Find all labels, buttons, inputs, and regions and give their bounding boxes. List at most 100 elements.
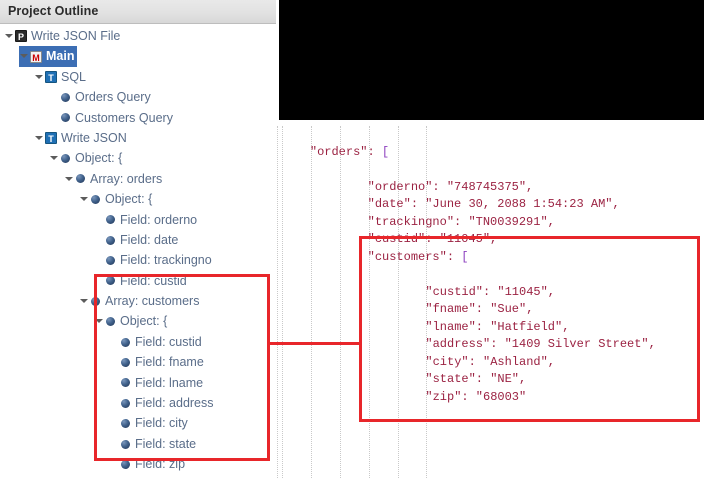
tree-item-label: Object: { — [120, 314, 168, 329]
tree-row[interactable]: Object: { — [0, 189, 276, 209]
expand-collapse-triangle-icon[interactable] — [64, 169, 75, 189]
tree-item-label: Field: date — [120, 232, 179, 247]
tree-row[interactable]: Field: address — [0, 393, 276, 413]
tree-item-label: Array: orders — [90, 171, 163, 186]
tree-item-label: Main — [46, 49, 75, 64]
tree-spacer — [109, 434, 120, 454]
tree-row[interactable]: Array: orders — [0, 169, 276, 189]
tree-item-label: Field: custid — [135, 334, 202, 349]
node-bullet-icon — [61, 92, 70, 102]
tree-item-label: Orders Query — [75, 90, 151, 105]
tree-item-label: Field: custid — [120, 273, 187, 288]
code-line: "customers": [ — [276, 249, 704, 267]
code-line: "date": "June 30, 2088 1:54:23 AM", — [276, 196, 704, 214]
tree-row[interactable]: Field: date — [0, 230, 276, 250]
tree-item-label: Field: city — [135, 416, 188, 431]
indent-guide-line — [310, 126, 312, 479]
node-bullet-icon — [106, 215, 115, 225]
code-line-text: "orders": [ — [309, 144, 390, 159]
code-line-text: "orderno": "748745375", — [367, 179, 534, 194]
badge-p-icon: P — [15, 30, 27, 43]
tree-row[interactable]: Field: fname — [0, 352, 276, 372]
tree-item-label: Field: fname — [135, 355, 204, 370]
code-line: "orders": [ — [276, 144, 704, 162]
expand-collapse-triangle-icon[interactable] — [49, 148, 60, 168]
tree-spacer — [94, 210, 105, 230]
code-line-text: "custid": "11045", — [367, 232, 498, 246]
code-line: "custid": "11045", — [276, 284, 704, 302]
tree-item-label: Field: lname — [135, 375, 204, 390]
node-bullet-icon — [61, 154, 70, 164]
node-bullet-icon — [91, 194, 100, 204]
tree-row[interactable]: Object: { — [0, 148, 276, 168]
json-preview-panel: "orders": [ "orderno": "748745375", "date"… — [276, 0, 704, 479]
tree-row[interactable]: Array: customers — [0, 291, 276, 311]
tree-spacer — [109, 393, 120, 413]
tree-item-label: Write JSON — [61, 130, 127, 145]
code-line: "state": "NE", — [276, 371, 704, 389]
tree-item-label: Field: trackingno — [120, 253, 212, 268]
tree-row[interactable]: Field: custid — [0, 332, 276, 352]
indent-guide-line — [277, 126, 278, 479]
json-code-text[interactable]: "orders": [ "orderno": "748745375", "date"… — [276, 126, 704, 479]
node-bullet-icon — [106, 235, 115, 245]
tree-item-label: Field: orderno — [120, 212, 198, 227]
tree-item-label: Field: address — [135, 396, 214, 411]
tree-item-label: SQL — [61, 69, 87, 84]
code-line-text: "fname": "Sue", — [425, 302, 534, 316]
tree-row[interactable]: Field: city — [0, 413, 276, 433]
node-bullet-icon — [106, 317, 115, 327]
tree-row[interactable]: Orders Query — [0, 87, 276, 107]
tree-row[interactable]: Field: state — [0, 434, 276, 454]
node-bullet-icon — [76, 174, 85, 184]
tree-row[interactable]: Customers Query — [0, 108, 276, 128]
tree-spacer — [94, 250, 105, 270]
indent-guide-line — [282, 126, 283, 479]
indent-guide-line — [339, 126, 341, 479]
indent-guide-line — [368, 126, 370, 479]
node-bullet-icon — [121, 398, 130, 408]
code-line: "fname": "Sue", — [276, 301, 704, 319]
outline-header: Project Outline — [0, 0, 276, 24]
expand-collapse-triangle-icon[interactable] — [79, 291, 90, 311]
tree-spacer — [49, 87, 60, 107]
node-bullet-icon — [121, 459, 130, 469]
tree-row[interactable]: Field: orderno — [0, 210, 276, 230]
tree-spacer — [49, 108, 60, 128]
node-bullet-icon — [106, 276, 115, 286]
tree-item-label: Field: state — [135, 436, 197, 451]
code-line-text: "lname": "Hatfield", — [425, 319, 570, 334]
expand-collapse-triangle-icon[interactable] — [34, 67, 45, 87]
tree-spacer — [94, 230, 105, 250]
expand-collapse-triangle-icon[interactable] — [4, 26, 15, 46]
tree-spacer — [109, 332, 120, 352]
tree-row[interactable]: Field: trackingno — [0, 250, 276, 270]
tree-item-label: Object: { — [105, 192, 153, 207]
expand-collapse-triangle-icon[interactable] — [94, 311, 105, 331]
expand-collapse-triangle-icon[interactable] — [19, 46, 30, 66]
code-line-text: "date": "June 30, 2088 1:54:23 AM", — [367, 197, 620, 211]
code-line: "city": "Ashland", — [276, 354, 704, 372]
tree-spacer — [109, 373, 120, 393]
blank-black-region — [279, 0, 704, 120]
tree-spacer — [109, 413, 120, 433]
node-bullet-icon — [121, 439, 130, 449]
code-line: "orderno": "748745375", — [276, 179, 704, 197]
tree-row[interactable]: Object: { — [0, 311, 276, 331]
code-line-text: "zip": "68003" — [425, 389, 527, 404]
tree-item-label: Object: { — [75, 151, 123, 166]
tree-row[interactable]: Field: zip — [0, 454, 276, 474]
expand-collapse-triangle-icon[interactable] — [79, 189, 90, 209]
indent-guide-line — [426, 126, 428, 479]
code-line: "custid": "11045", — [276, 231, 704, 249]
tree-row[interactable]: Field: custid — [0, 271, 276, 291]
tree-row[interactable]: P Write JSON File — [0, 26, 276, 46]
tree-item-label: Field: zip — [135, 457, 186, 472]
tree-item-label: Write JSON File — [31, 29, 121, 43]
tree-row[interactable]: Field: lname — [0, 373, 276, 393]
expand-collapse-triangle-icon[interactable] — [34, 128, 45, 148]
